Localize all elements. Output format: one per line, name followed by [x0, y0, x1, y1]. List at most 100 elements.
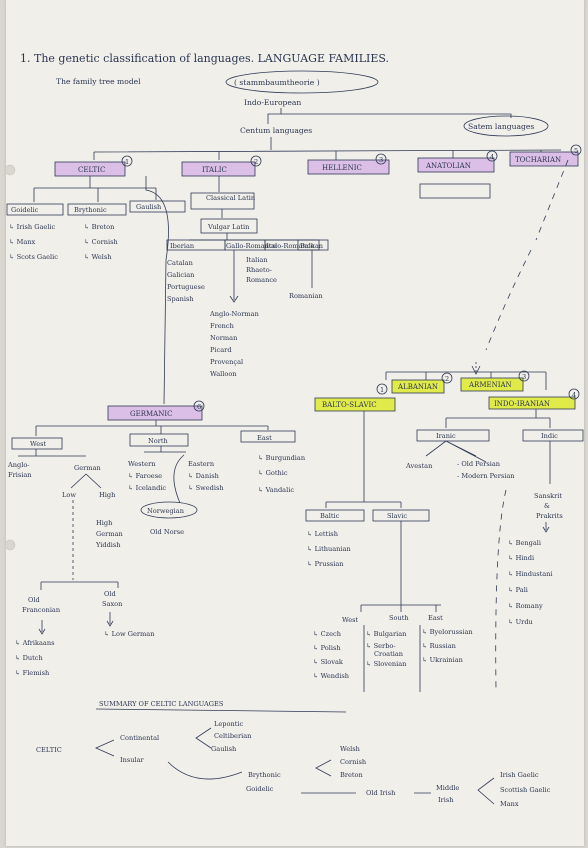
gallo-item: Provençal: [210, 358, 243, 366]
gallo-item: Norman: [210, 334, 238, 342]
germanic-box: [107, 405, 203, 421]
indo-indic: Indic: [541, 432, 558, 440]
summary-continental: Continental: [120, 734, 159, 742]
norwegian: Norwegian: [147, 507, 185, 515]
root-indo-european: Indo-European: [244, 98, 301, 107]
summary-celtic: CELTIC: [36, 746, 62, 754]
baltic-box: [305, 509, 365, 522]
iberian-item: Portuguese: [167, 283, 205, 291]
slavic-east-item: ↳ Byelorussian: [422, 628, 473, 636]
celtic-brythonic: Brythonic: [74, 206, 107, 214]
franconian-item: ↳ Dutch: [15, 654, 43, 662]
number-badge: 5: [574, 147, 578, 155]
gaulish-box: [129, 200, 186, 213]
balkan-box: [297, 239, 329, 251]
north-eastern: ↳ Swedish: [188, 484, 224, 492]
summary-goidelic: Goidelic: [246, 785, 274, 793]
gallo-item: French: [210, 322, 235, 330]
high-german-branch: High: [99, 491, 116, 499]
slavic-south-item: Croatian: [374, 650, 404, 658]
italic-branch: Italo-Romance: [266, 242, 315, 250]
modern-goidelic: Manx: [500, 800, 519, 808]
italo-romance-box: [264, 239, 320, 251]
balkan-item: Romanian: [289, 292, 323, 300]
italic-branch: Balkan: [300, 242, 324, 250]
middle-irish: Middle: [436, 784, 459, 792]
slavic-west-item: ↳ Slovak: [313, 658, 344, 666]
tocharian-box: [509, 151, 579, 167]
old-saxon: Saxon: [102, 600, 123, 608]
old-saxon: Old: [104, 590, 117, 598]
indo-iranic: Iranic: [436, 432, 456, 440]
brythonic-lang: Welsh: [340, 745, 361, 753]
goidelic-item: ↳ Irish Gaelic: [9, 223, 56, 231]
family-italic: ITALIC: [202, 166, 227, 174]
germanic-west: West: [30, 440, 47, 448]
franconian-item: ↳ Flemish: [15, 669, 50, 677]
italic-vulgar: Vulgar Latin: [207, 223, 250, 231]
anglo-frisian: Frisian: [8, 471, 32, 479]
continental-item: Gaulish: [211, 745, 237, 753]
indic-lang: ↳ Urdu: [508, 618, 533, 626]
old-norse: Old Norse: [150, 528, 184, 536]
family-celtic: CELTIC: [78, 166, 105, 174]
number-badge: 4: [572, 391, 576, 399]
baltic-item: ↳ Lithuanian: [307, 545, 351, 553]
hellenic-box: [307, 159, 390, 175]
group-centum: Centum languages: [240, 126, 312, 135]
slavic-head: South: [389, 614, 409, 622]
page-title: 1. The genetic classification of languag…: [20, 52, 389, 65]
high-german-item: High: [96, 519, 113, 527]
iranic-item: Avestan: [405, 462, 433, 470]
punch-hole: [6, 164, 16, 176]
indic-item: &: [544, 502, 550, 510]
satem-circle: [463, 115, 549, 137]
high-german-item: German: [96, 530, 124, 538]
gallo-item: Walloon: [210, 370, 237, 378]
north-western: ↳ Faroese: [128, 472, 162, 480]
high-german-item: Yiddish: [95, 541, 121, 549]
subtitle: The family tree model: [56, 77, 141, 86]
anglo-frisian: Anglo-: [7, 461, 30, 469]
family-tree-diagram: 1. The genetic classification of languag…: [6, 52, 584, 808]
goidelic-item: ↳ Manx: [9, 238, 36, 246]
indic-lang: ↳ Pali: [508, 586, 528, 594]
modern-goidelic: Irish Gaelic: [500, 771, 539, 779]
number-badge: 1: [380, 386, 384, 394]
family-tocharian: TOCHARIAN: [515, 156, 561, 164]
slavic-south-item: ↳ Slovenian: [366, 660, 407, 668]
iranic-box: [416, 429, 490, 442]
italo-item: Romance: [246, 276, 277, 284]
number-badge: 2: [445, 375, 449, 383]
continental-item: Lepontic: [214, 720, 243, 728]
slavic-west-item: ↳ Czech: [313, 630, 342, 638]
italo-item: Rhaeto-: [246, 266, 272, 274]
family-armenian: ARMENIAN: [468, 381, 512, 389]
albanian-box: [391, 379, 445, 394]
slavic-head: East: [428, 614, 443, 622]
italic-branch: Iberian: [170, 242, 195, 250]
classical-latin-box: [190, 192, 255, 210]
iberian-item: Galician: [167, 271, 195, 279]
north-eastern: Eastern: [188, 460, 215, 468]
east-item: ↳ Vandalic: [258, 486, 294, 494]
celtic-goidelic: Goidelic: [11, 206, 39, 214]
anatolian-empty-box: [419, 183, 491, 199]
balto-baltic: Baltic: [320, 512, 340, 520]
family-albanian: ALBANIAN: [397, 383, 438, 391]
family-anatolian: ANATOLIAN: [425, 162, 471, 170]
italic-box: [181, 161, 256, 177]
family-hellenic: HELLENIC: [322, 164, 362, 172]
indic-item: Sanskrit: [534, 492, 562, 500]
franconian-item: ↳ Afrikaans: [15, 639, 55, 647]
celtic-gaulish: Gaulish: [136, 203, 162, 211]
germanic-east: East: [257, 434, 272, 442]
summary-title: SUMMARY OF CELTIC LANGUAGES: [99, 700, 224, 708]
indo-iranian-box: [488, 396, 576, 410]
group-satem: Satem languages: [468, 122, 534, 131]
number-badge: 2: [254, 158, 258, 166]
iranic-item: - Old Persian: [457, 460, 501, 468]
low-german-branch: Low: [62, 491, 76, 499]
summary-insular: Insular: [120, 756, 145, 764]
balto-slavic-box: [314, 397, 396, 412]
